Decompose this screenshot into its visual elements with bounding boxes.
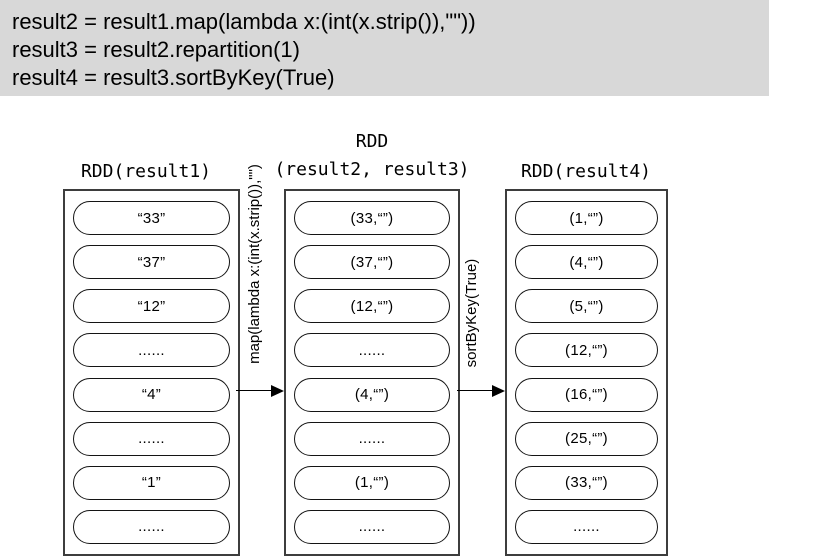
rdd23-item: (33,“”) xyxy=(294,201,450,236)
rdd4-item: ...... xyxy=(515,509,658,544)
rdd1-item: ...... xyxy=(73,333,230,368)
rdd4-item: (33,“”) xyxy=(515,465,658,500)
code-block: result2 = result1.map(lambda x:(int(x.st… xyxy=(0,0,769,96)
rdd4-container: (1,“”) (4,“”) (5,“”) (12,“”) (16,“”) (25… xyxy=(505,189,668,556)
code-line-3: result4 = result3.sortByKey(True) xyxy=(12,65,335,90)
map-arrow-line xyxy=(236,390,274,391)
rdd1-title: RDD(result1) xyxy=(80,161,212,182)
rdd23-container: (33,“”) (37,“”) (12,“”) ...... (4,“”) ..… xyxy=(284,189,460,556)
map-arrow-head-icon xyxy=(271,385,284,397)
rdd23-title-line2: (result2, result3) xyxy=(274,159,470,180)
rdd23-item: (12,“”) xyxy=(294,289,450,324)
rdd23-item: ...... xyxy=(294,509,450,544)
rdd1-item: ...... xyxy=(73,421,230,456)
map-transformation-label: map(lambda x:(int(x.strip()),"") xyxy=(246,164,263,364)
code-line-2: result3 = result2.repartition(1) xyxy=(12,37,300,62)
rdd1-container: “33” “37” “12” ...... “4” ...... “1” ...… xyxy=(63,189,240,556)
rdd1-item: “4” xyxy=(73,377,230,412)
rdd4-item: (5,“”) xyxy=(515,289,658,324)
sortbykey-arrow-head-icon xyxy=(492,385,505,397)
rdd4-item: (25,“”) xyxy=(515,421,658,456)
rdd23-item: (37,“”) xyxy=(294,245,450,280)
rdd1-item: “12” xyxy=(73,289,230,324)
rdd23-item: ...... xyxy=(294,421,450,456)
sortbykey-transformation-label: sortByKey(True) xyxy=(463,258,480,368)
sortbykey-arrow-line xyxy=(457,390,495,391)
rdd4-item: (12,“”) xyxy=(515,333,658,368)
rdd23-item: (1,“”) xyxy=(294,465,450,500)
rdd23-item: (4,“”) xyxy=(294,377,450,412)
rdd1-item: ...... xyxy=(73,509,230,544)
rdd4-item: (4,“”) xyxy=(515,245,658,280)
rdd4-title: RDD(result4) xyxy=(520,161,652,182)
rdd23-item: ...... xyxy=(294,333,450,368)
rdd4-item: (16,“”) xyxy=(515,377,658,412)
rdd1-item: “37” xyxy=(73,245,230,280)
rdd23-title-line1: RDD xyxy=(355,131,389,152)
rdd4-item: (1,“”) xyxy=(515,201,658,236)
code-line-1: result2 = result1.map(lambda x:(int(x.st… xyxy=(12,9,476,34)
rdd1-item: “33” xyxy=(73,201,230,236)
rdd1-item: “1” xyxy=(73,465,230,500)
